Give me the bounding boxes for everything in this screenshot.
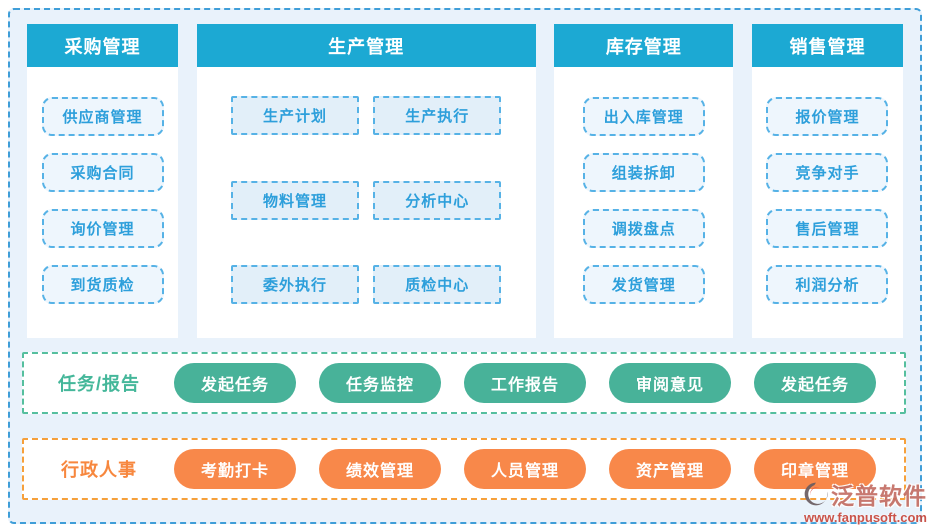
- module-button[interactable]: 采购合同: [41, 153, 164, 192]
- module-button[interactable]: 利润分析: [766, 265, 889, 304]
- module-button[interactable]: 供应商管理: [41, 97, 164, 136]
- module-panel-body-production: 生产计划生产执行物料管理分析中心委外执行质检中心: [197, 67, 536, 338]
- tasks-band-label: 任务/报告: [57, 374, 140, 394]
- module-button[interactable]: 竞争对手: [766, 153, 889, 192]
- tasks-pill-button[interactable]: 任务监控: [319, 363, 441, 403]
- hr-pill-button[interactable]: 印章管理: [754, 449, 876, 489]
- module-button[interactable]: 售后管理: [766, 209, 889, 248]
- module-button[interactable]: 组装拆卸: [582, 153, 705, 192]
- module-button[interactable]: 发货管理: [582, 265, 705, 304]
- module-button[interactable]: 报价管理: [766, 97, 889, 136]
- module-panel-header-production: 生产管理: [196, 24, 536, 67]
- tasks-pill-button[interactable]: 工作报告: [464, 363, 586, 403]
- tasks-pill-button[interactable]: 审阅意见: [609, 363, 731, 403]
- module-button[interactable]: 生产执行: [373, 96, 502, 135]
- module-button[interactable]: 生产计划: [230, 96, 359, 135]
- module-button[interactable]: 调拨盘点: [582, 209, 705, 248]
- hr-band-label: 行政人事: [61, 460, 137, 480]
- hr-pill-button[interactable]: 绩效管理: [319, 449, 441, 489]
- hr-pill-button[interactable]: 人员管理: [464, 449, 586, 489]
- module-button[interactable]: 到货质检: [41, 265, 164, 304]
- hr-admin-band: 行政人事 考勤打卡绩效管理人员管理资产管理印章管理: [22, 438, 906, 500]
- module-panel-header-sales: 销售管理: [751, 24, 903, 67]
- hr-pill-button[interactable]: 考勤打卡: [174, 449, 296, 489]
- module-button[interactable]: 物料管理: [230, 180, 359, 220]
- module-panels: 采购管理供应商管理采购合同询价管理到货质检生产管理生产计划生产执行物料管理分析中…: [27, 24, 903, 338]
- module-panel-header-procurement: 采购管理: [27, 24, 178, 67]
- module-panel-production: 生产管理生产计划生产执行物料管理分析中心委外执行质检中心: [196, 24, 536, 338]
- tasks-band-buttons: 发起任务任务监控工作报告审阅意见发起任务: [174, 363, 899, 403]
- module-button[interactable]: 质检中心: [373, 265, 502, 304]
- tasks-pill-button[interactable]: 发起任务: [754, 363, 876, 403]
- module-panel-body-inventory: 出入库管理组装拆卸调拨盘点发货管理: [554, 67, 733, 338]
- module-panel-procurement: 采购管理供应商管理采购合同询价管理到货质检: [27, 24, 178, 338]
- module-panel-body-sales: 报价管理竞争对手售后管理利润分析: [752, 67, 903, 338]
- tasks-report-band: 任务/报告 发起任务任务监控工作报告审阅意见发起任务: [22, 352, 906, 414]
- module-panel-body-procurement: 供应商管理采购合同询价管理到货质检: [27, 67, 178, 338]
- tasks-pill-button[interactable]: 发起任务: [174, 363, 296, 403]
- module-button[interactable]: 询价管理: [41, 209, 164, 248]
- hr-pill-button[interactable]: 资产管理: [609, 449, 731, 489]
- hr-band-buttons: 考勤打卡绩效管理人员管理资产管理印章管理: [174, 449, 899, 489]
- module-button[interactable]: 分析中心: [373, 180, 502, 220]
- module-panel-sales: 销售管理报价管理竞争对手售后管理利润分析: [751, 24, 903, 338]
- module-panel-header-inventory: 库存管理: [554, 24, 734, 67]
- module-button[interactable]: 委外执行: [230, 265, 359, 304]
- module-panel-inventory: 库存管理出入库管理组装拆卸调拨盘点发货管理: [554, 24, 734, 338]
- module-button[interactable]: 出入库管理: [582, 97, 705, 136]
